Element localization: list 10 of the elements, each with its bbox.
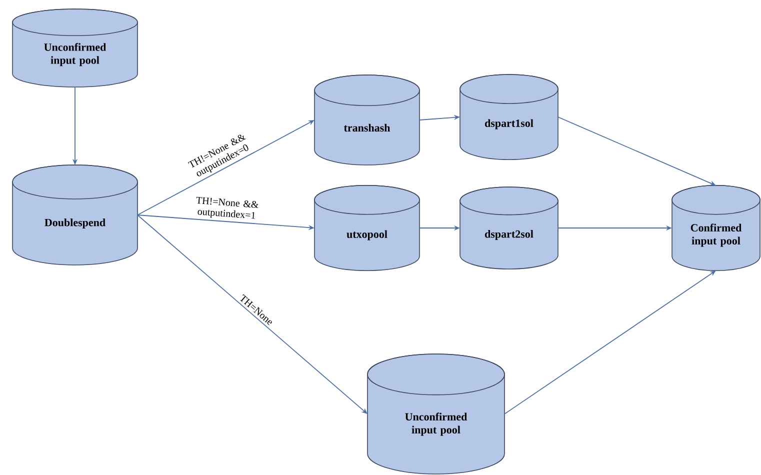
edge-label: TH!=None && outputindex=1 (196, 196, 258, 219)
database-cylinder: transhash (314, 74, 420, 166)
database-cylinder: utxopool (314, 185, 420, 271)
database-cylinder: Confirmed input pool (672, 185, 760, 271)
database-cylinder: Unconfirmed input pool (12, 8, 138, 88)
database-cylinder: Doublespend (12, 164, 138, 266)
arrow (137, 214, 368, 414)
database-cylinder: Unconfirmed input pool (367, 354, 505, 474)
database-cylinder: dspart2sol (460, 186, 558, 270)
database-cylinder: dspart1sol (460, 74, 558, 160)
